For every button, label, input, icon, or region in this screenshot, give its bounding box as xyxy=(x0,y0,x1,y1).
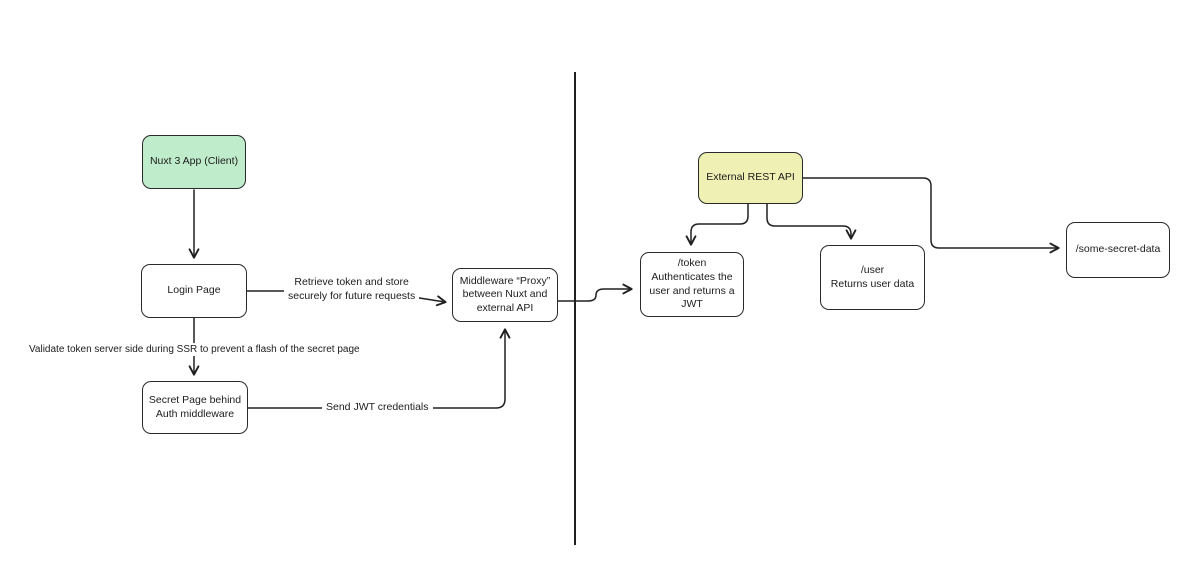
edge-label-send-jwt-line1: Send JWT credentials xyxy=(326,401,429,413)
edge-label-retrieve-token-line2: securely for future requests xyxy=(288,289,416,302)
node-nuxt-app-label: Nuxt 3 App (Client) xyxy=(149,155,239,168)
node-middleware-proxy: Middleware “Proxy” between Nuxt and exte… xyxy=(452,268,558,322)
node-external-rest-api-label: External REST API xyxy=(706,171,795,184)
node-middleware-label-line2: between Nuxt and xyxy=(462,288,548,301)
node-secret-data-endpoint: /some-secret-data xyxy=(1066,222,1170,278)
node-secret-page: Secret Page behind Auth middleware xyxy=(142,381,248,434)
edge-label-send-jwt: Send JWT credentials xyxy=(322,401,433,415)
node-login-page-label: Login Page xyxy=(167,284,221,297)
node-token-endpoint: /token Authenticates the user and return… xyxy=(640,252,744,317)
node-nuxt-app: Nuxt 3 App (Client) xyxy=(142,135,246,189)
node-secret-page-label-line1: Secret Page behind xyxy=(148,393,242,406)
node-user-endpoint: /user Returns user data xyxy=(820,245,925,310)
edge-api-to-secret-data xyxy=(802,177,1060,254)
edge-middleware-to-token xyxy=(557,283,633,302)
node-login-page: Login Page xyxy=(141,264,247,318)
node-user-label-line2: Returns user data xyxy=(830,277,915,290)
edge-secret-page-to-middleware xyxy=(247,328,511,409)
edge-label-validate-token-line1: Validate token server side during SSR to… xyxy=(29,344,360,355)
edge-api-to-token xyxy=(685,203,749,246)
edge-label-retrieve-token: Retrieve token and store securely for fu… xyxy=(284,276,420,304)
node-user-label-line1: /user xyxy=(860,263,885,276)
edge-api-to-user xyxy=(766,203,857,240)
edge-label-validate-token: Validate token server side during SSR to… xyxy=(25,343,364,357)
node-external-rest-api: External REST API xyxy=(698,152,803,204)
node-middleware-label-line3: external API xyxy=(476,301,534,314)
edge-label-retrieve-token-line1: Retrieve token and store xyxy=(294,276,409,288)
node-middleware-label-line1: Middleware “Proxy” xyxy=(459,274,551,287)
node-token-label-line4: JWT xyxy=(681,298,703,311)
node-token-label-line2: Authenticates the xyxy=(651,270,733,283)
node-token-label-line3: user and returns a xyxy=(649,284,735,297)
node-secret-data-label: /some-secret-data xyxy=(1075,243,1161,256)
node-secret-page-label-line2: Auth middleware xyxy=(155,407,235,420)
node-token-label-line1: /token xyxy=(677,257,707,270)
